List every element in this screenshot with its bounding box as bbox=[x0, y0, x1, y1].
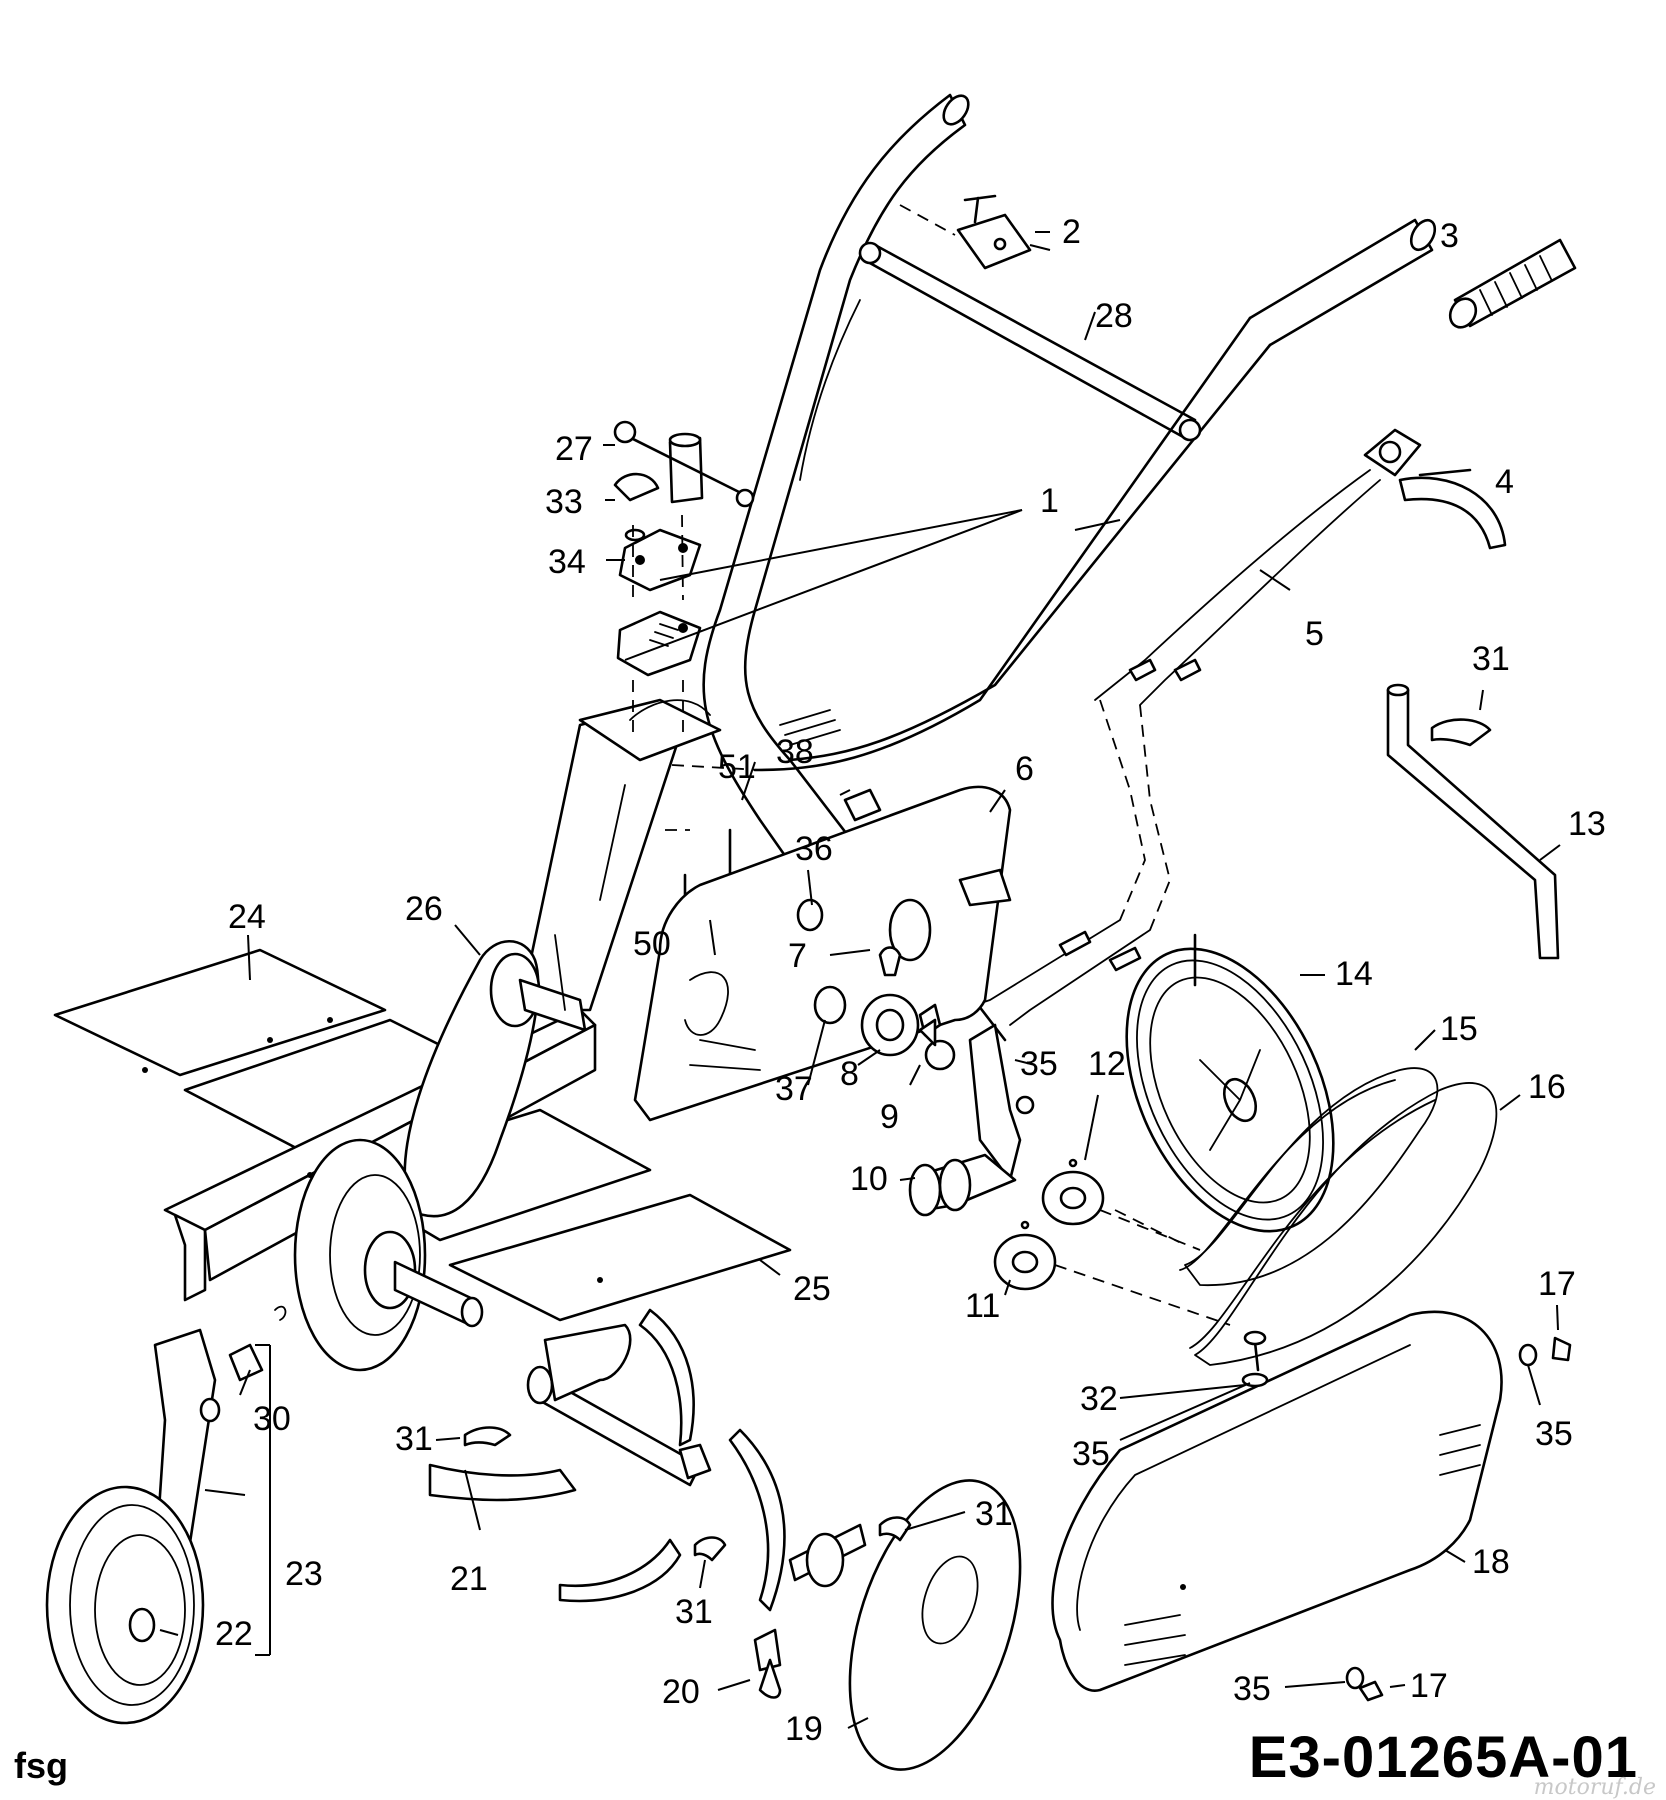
clutch-lever[interactable] bbox=[1363, 428, 1507, 550]
label-19: 19 bbox=[785, 1710, 823, 1748]
large-pulley[interactable] bbox=[1085, 916, 1375, 1264]
tine-assembly[interactable] bbox=[428, 1308, 867, 1699]
label-17a: 17 bbox=[1538, 1265, 1576, 1303]
label-28: 28 bbox=[1095, 297, 1133, 335]
label-5: 5 bbox=[1305, 615, 1324, 653]
hairpin-clips-lower[interactable] bbox=[463, 1426, 912, 1562]
watermark: motoruf.de bbox=[1533, 1775, 1656, 1800]
label-21: 21 bbox=[450, 1560, 488, 1598]
label-33: 33 bbox=[545, 483, 583, 521]
label-34: 34 bbox=[548, 543, 586, 581]
part-number-labels: 2 3 28 27 33 1 4 34 5 31 51 6 38 13 36 2… bbox=[215, 213, 1606, 1748]
drive-wheel-left[interactable] bbox=[293, 1138, 484, 1372]
gear-housing-plate[interactable] bbox=[633, 785, 1012, 1122]
belt-cover[interactable] bbox=[1051, 1310, 1572, 1702]
diagram-code: E3-01265A-01 bbox=[1248, 1725, 1638, 1790]
label-27: 27 bbox=[555, 430, 593, 468]
label-51: 51 bbox=[718, 748, 756, 786]
label-25: 25 bbox=[793, 1270, 831, 1308]
label-24: 24 bbox=[228, 898, 266, 936]
depth-bar[interactable] bbox=[1386, 683, 1560, 960]
label-16: 16 bbox=[1528, 1068, 1566, 1106]
drive-belts[interactable] bbox=[1179, 1067, 1498, 1366]
series-mark: fsg bbox=[14, 1745, 68, 1786]
label-17b: 17 bbox=[1410, 1667, 1448, 1705]
assembly-dash-lines bbox=[632, 514, 1186, 1246]
label-37: 37 bbox=[775, 1070, 813, 1108]
label-10: 10 bbox=[850, 1160, 888, 1198]
label-12: 12 bbox=[1088, 1045, 1126, 1083]
label-35c: 35 bbox=[1535, 1415, 1573, 1453]
label-31b: 31 bbox=[395, 1420, 433, 1458]
label-18: 18 bbox=[1472, 1543, 1510, 1581]
hairpin-clip-top[interactable] bbox=[1430, 718, 1492, 747]
label-23: 23 bbox=[285, 1555, 323, 1593]
control-cables[interactable] bbox=[959, 469, 1381, 1026]
label-35b: 35 bbox=[1072, 1435, 1110, 1473]
label-31d: 31 bbox=[675, 1593, 713, 1631]
label-11: 11 bbox=[965, 1287, 1000, 1325]
label-9: 9 bbox=[880, 1098, 899, 1136]
label-2: 2 bbox=[1062, 213, 1081, 251]
label-30: 30 bbox=[253, 1400, 291, 1438]
bearing-group[interactable] bbox=[796, 898, 942, 1057]
label-38: 38 bbox=[776, 733, 814, 771]
label-50: 50 bbox=[633, 925, 671, 963]
label-26: 26 bbox=[405, 890, 443, 928]
handle-grip[interactable] bbox=[1445, 238, 1577, 332]
switch-block[interactable] bbox=[899, 194, 1032, 270]
label-31a: 31 bbox=[1472, 640, 1510, 678]
label-15: 15 bbox=[1440, 1010, 1478, 1048]
label-14: 14 bbox=[1335, 955, 1373, 993]
leader-lines bbox=[159, 231, 1561, 1729]
label-35a: 35 bbox=[1020, 1045, 1058, 1083]
cross-bar[interactable] bbox=[799, 241, 1202, 481]
label-31c: 31 bbox=[975, 1495, 1013, 1533]
label-8: 8 bbox=[840, 1055, 859, 1093]
label-32: 32 bbox=[1080, 1380, 1118, 1418]
height-adjust-bracket[interactable] bbox=[613, 420, 755, 677]
label-20: 20 bbox=[662, 1673, 700, 1711]
label-35d: 35 bbox=[1233, 1670, 1271, 1708]
pulleys-11-12[interactable] bbox=[993, 1158, 1231, 1326]
label-4: 4 bbox=[1495, 463, 1514, 501]
side-disc[interactable] bbox=[817, 1459, 1052, 1791]
label-36: 36 bbox=[795, 830, 833, 868]
label-6: 6 bbox=[1015, 750, 1034, 788]
idler-arm[interactable] bbox=[908, 1018, 1035, 1217]
handlebar-tube[interactable] bbox=[702, 91, 1440, 1042]
label-22: 22 bbox=[215, 1615, 253, 1653]
chain-case[interactable] bbox=[403, 934, 587, 1218]
label-7: 7 bbox=[788, 937, 807, 975]
label-1: 1 bbox=[1040, 482, 1059, 520]
front-transport-wheel[interactable] bbox=[45, 1305, 287, 1725]
label-3: 3 bbox=[1440, 217, 1459, 255]
label-13: 13 bbox=[1568, 805, 1606, 843]
